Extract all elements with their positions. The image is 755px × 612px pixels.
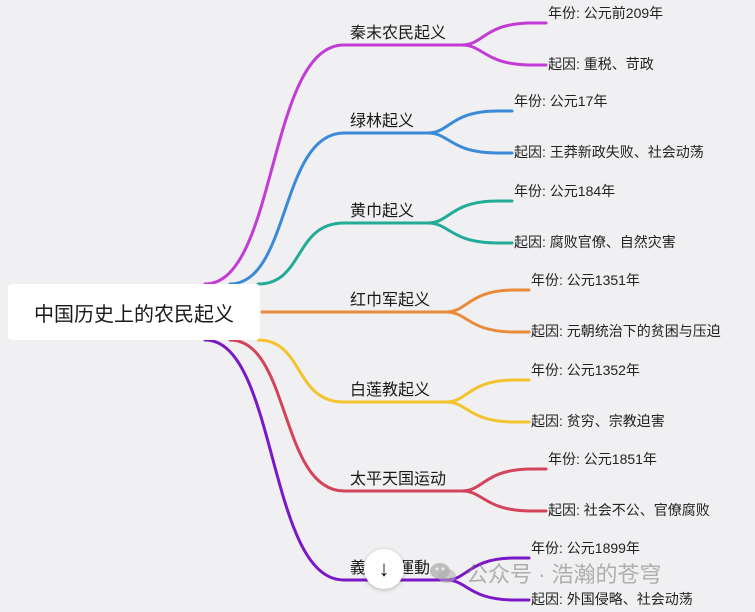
leaf-connector: [426, 109, 514, 135]
branch-connector: [228, 131, 346, 286]
leaf-year: 年份: 公元1899年: [531, 540, 640, 556]
branch-label: 黄巾起义: [350, 203, 415, 220]
leaf-year: 年份: 公元184年: [514, 183, 616, 199]
leaf-cause: 起因: 腐败官僚、自然灾害: [514, 234, 676, 250]
leaf-connector: [426, 131, 514, 155]
branch-connector: [256, 338, 346, 404]
leaf-year: 年份: 公元1851年: [548, 451, 657, 467]
leaf-cause: 起因: 社会不公、官僚腐败: [548, 502, 710, 518]
leaf-connector: [426, 221, 514, 245]
branch-label: 红巾军起义: [350, 292, 431, 309]
branch-label: 太平天国运动: [350, 471, 447, 488]
leaf-connector: [444, 288, 531, 314]
branch-label: 白莲教起义: [350, 382, 431, 399]
leaf-year: 年份: 公元前209年: [548, 5, 664, 21]
watermark: 公众号 · 浩瀚的苍穹: [428, 556, 662, 590]
scroll-down-button[interactable]: ↓: [364, 549, 404, 589]
branch-label: 秦末农民起义: [350, 25, 447, 42]
branch-connector: [203, 43, 346, 286]
branch-label: 绿林起义: [350, 113, 415, 130]
leaf-connector: [460, 489, 548, 513]
leaf-cause: 起因: 重税、苛政: [548, 56, 654, 72]
leaf-year: 年份: 公元17年: [514, 93, 608, 109]
leaf-connector: [426, 199, 514, 225]
leaf-year: 年份: 公元1352年: [531, 362, 640, 378]
root-node: 中国历史上的农民起义: [8, 284, 260, 340]
leaf-cause: 起因: 贫穷、宗教迫害: [531, 413, 665, 429]
leaf-connector: [460, 21, 548, 47]
leaf-connector: [444, 310, 531, 334]
watermark-text: 公众号 · 浩瀚的苍穹: [466, 562, 662, 587]
branch-connector: [228, 338, 346, 493]
leaf-year: 年份: 公元1351年: [531, 272, 640, 288]
root-title: 中国历史上的农民起义: [34, 303, 234, 326]
leaf-cause: 起因: 王莽新政失败、社会动荡: [514, 144, 704, 160]
leaf-cause: 起因: 外国侵略、社会动荡: [531, 591, 693, 607]
leaf-cause: 起因: 元朝统治下的贫困与压迫: [531, 323, 721, 339]
branch-connector: [256, 221, 346, 286]
wechat-icon: [430, 563, 456, 583]
leaf-connector: [444, 400, 531, 424]
leaf-connector: [460, 43, 548, 67]
arrow-down-icon: ↓: [378, 556, 390, 581]
branch-connector: [203, 338, 346, 582]
leaf-connector: [460, 467, 548, 493]
leaf-connector: [444, 378, 531, 404]
